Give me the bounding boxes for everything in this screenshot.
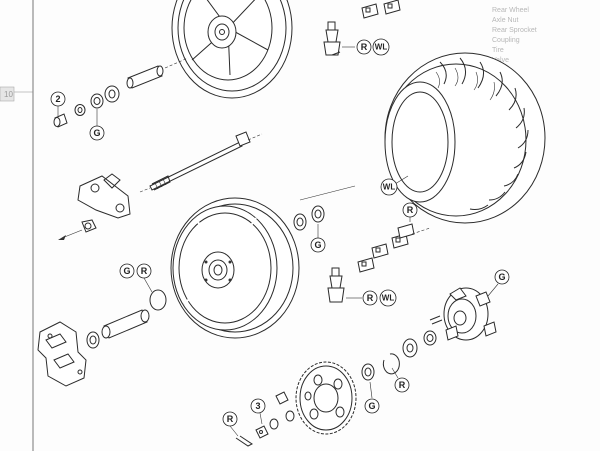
axle-spacer-tube [126, 65, 164, 89]
collar [423, 330, 437, 346]
ghost-text-block: Rear Wheel Axle Nut Rear Sprocket Coupli… [492, 7, 537, 64]
ghost-text-line: Tire [492, 47, 504, 54]
ghost-text-line: Axle Nut [492, 17, 519, 24]
front-wheel [171, 0, 293, 99]
ghost-text-line: Valve [492, 57, 509, 64]
callout-grease-label: G [93, 128, 100, 138]
collar [53, 113, 68, 128]
callout-grease [494, 269, 510, 285]
callout-replace-label: R [367, 293, 374, 303]
callout-soap-water [372, 38, 390, 56]
rear-sprocket [295, 361, 357, 435]
rear-tire [384, 52, 546, 224]
callout-replace [362, 290, 378, 306]
cotter-pin [235, 435, 253, 447]
tire-valve [327, 267, 345, 303]
sprocket-hub [443, 287, 497, 341]
bearing [104, 85, 120, 103]
callout-grease [364, 398, 380, 414]
callout-replace-label: R [361, 42, 368, 52]
callout-replace [394, 377, 410, 393]
callout-replace [356, 39, 372, 55]
axle-spacer-tube [101, 309, 150, 339]
callout-grease [119, 263, 135, 279]
callout-tire-soap-water-label: WL [383, 183, 396, 192]
callout-replace-label: R [141, 266, 148, 276]
sprocket-nut [275, 391, 289, 405]
callout-replace-label: R [399, 380, 406, 390]
callout-grease-label: G [368, 401, 375, 411]
callout-3-label: 3 [255, 401, 260, 411]
tire-valve [323, 21, 341, 56]
callout-replace [402, 202, 418, 218]
bearing [402, 338, 418, 358]
axle-nut [81, 219, 97, 233]
callout-grease [310, 237, 326, 253]
callout-3 [250, 398, 266, 414]
callout-replace-label: R [407, 205, 414, 215]
bearing [293, 213, 307, 231]
callout-soap-water-label: WL [375, 43, 388, 52]
washer [269, 418, 279, 430]
callout-grease-label: G [498, 272, 505, 282]
coupling-damper [37, 321, 87, 387]
callout-grease-label: G [123, 266, 130, 276]
oil-seal [311, 205, 325, 223]
callout-2-label: 2 [55, 94, 60, 104]
ghost-text-line: Coupling [492, 37, 520, 44]
callout-soap-water [379, 289, 397, 307]
side-tab-label: 10 [4, 90, 13, 99]
washer [74, 104, 86, 116]
callout-grease-label: G [314, 240, 321, 250]
oil-seal [361, 363, 375, 381]
balance-weights [357, 223, 415, 273]
callout-soap-water-label: WL [382, 294, 395, 303]
callout-replace-label: R [227, 414, 234, 424]
rear-wheel [170, 197, 300, 339]
side-tab [0, 86, 15, 102]
balance-weights [361, 0, 401, 19]
ghost-text-line: Rear Sprocket [492, 27, 537, 34]
ghost-text-line: Rear Wheel [492, 7, 529, 14]
circlip [382, 353, 400, 375]
oil-seal [90, 93, 104, 109]
caliper-bracket [77, 173, 131, 219]
callout-replace [222, 411, 238, 427]
collar [86, 331, 100, 349]
o-ring [149, 289, 167, 311]
washer [285, 410, 295, 422]
rear-axle [149, 131, 251, 191]
callout-tire-soap-water [380, 178, 398, 196]
